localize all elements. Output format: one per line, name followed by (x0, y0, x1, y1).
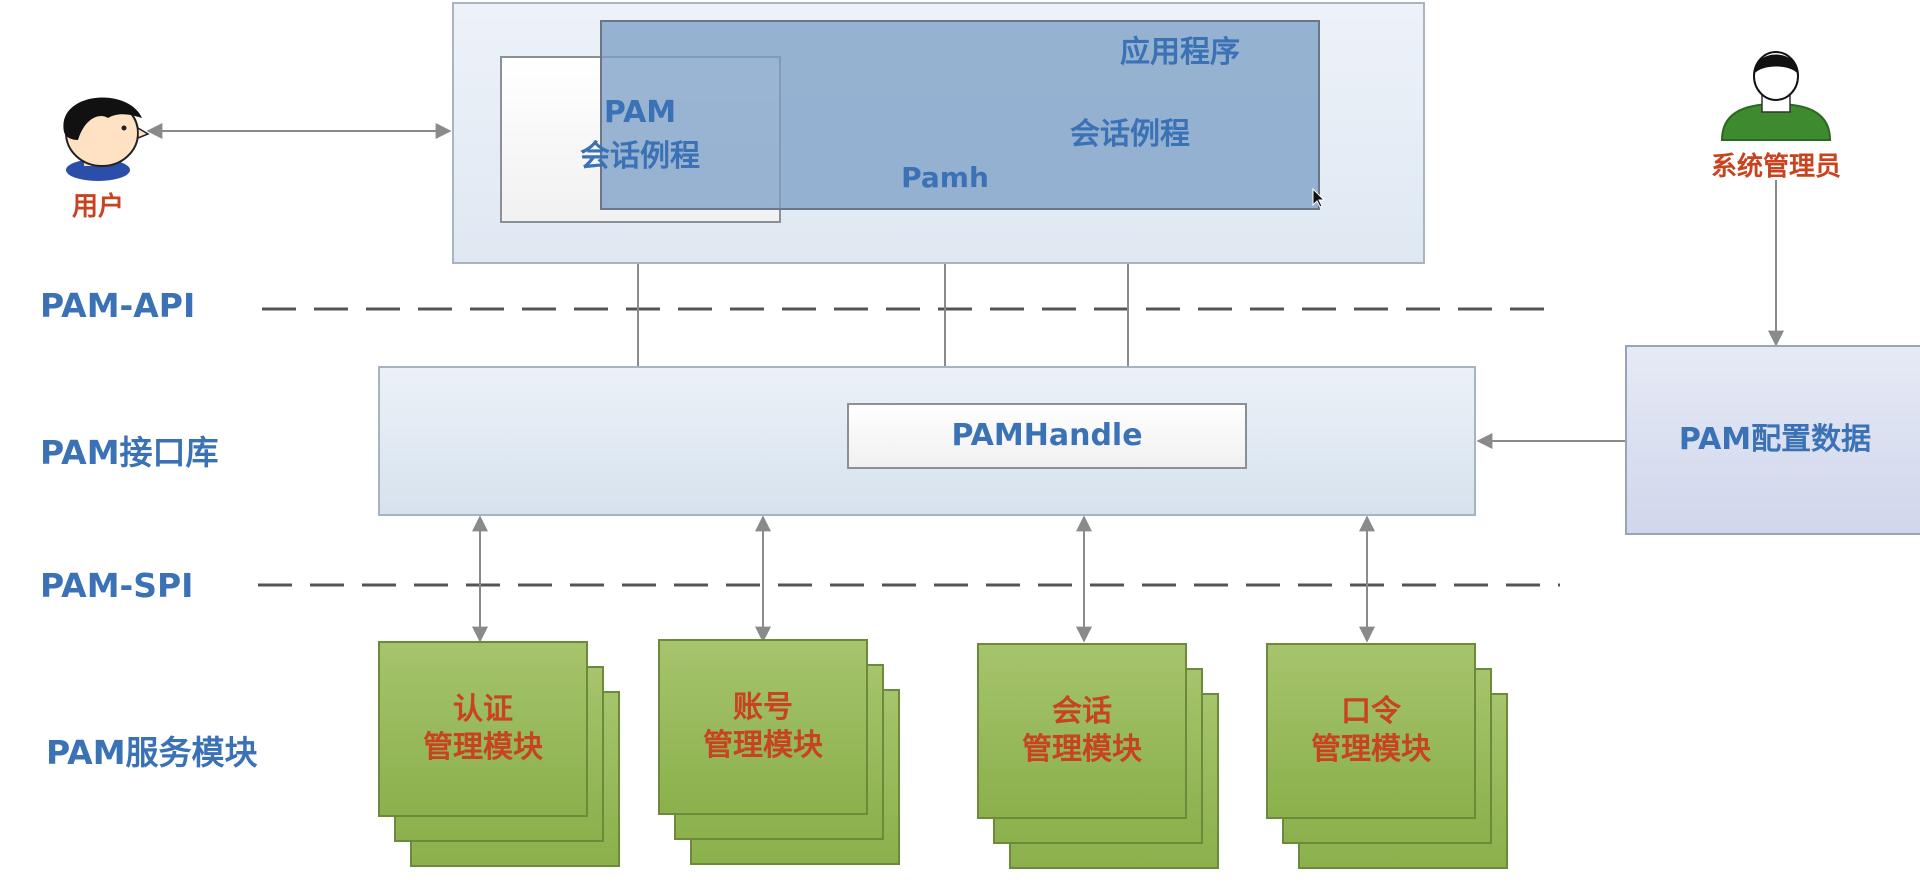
account-module-card: 账号 管理模块 (658, 639, 868, 815)
account-module-stack: 账号 管理模块 (658, 639, 904, 867)
auth-module-stack: 认证 管理模块 (378, 641, 624, 869)
module-label-line2: 管理模块 (703, 728, 823, 763)
module-label-line2: 管理模块 (423, 730, 543, 765)
pamhandle-box: PAMHandle (847, 403, 1247, 469)
application-title: 应用程序 (1120, 35, 1240, 70)
module-label-line1: 认证 (453, 692, 513, 727)
admin-label: 系统管理员 (1710, 152, 1841, 182)
pam-config-data-box: PAM配置数据 (1625, 345, 1920, 535)
session-module-stack: 会话 管理模块 (977, 643, 1223, 871)
module-label-line1: 口令 (1341, 694, 1401, 729)
pamh-label: Pamh (901, 161, 989, 194)
layer-label-library: PAM接口库 (40, 433, 219, 472)
module-label-line2: 管理模块 (1311, 732, 1431, 767)
mouse-cursor-icon (1312, 187, 1326, 208)
auth-module-card: 认证 管理模块 (378, 641, 588, 817)
module-label-line2: 管理模块 (1022, 732, 1142, 767)
password-module-stack: 口令 管理模块 (1266, 643, 1512, 871)
pam-routine-label-line2: 会话例程 (580, 139, 700, 174)
session-routine-label: 会话例程 (1070, 117, 1190, 152)
admin-avatar-icon (1720, 51, 1832, 141)
pam-routine-label-line1: PAM (603, 95, 677, 130)
password-module-card: 口令 管理模块 (1266, 643, 1476, 819)
user-avatar-icon (63, 97, 150, 181)
user-label: 用户 (71, 192, 124, 222)
application-box (600, 20, 1320, 210)
module-label-line1: 会话 (1052, 694, 1112, 729)
module-label-line1: 账号 (733, 690, 793, 725)
layer-label-spi: PAM-SPI (40, 566, 194, 605)
session-module-card: 会话 管理模块 (977, 643, 1187, 819)
layer-label-modules: PAM服务模块 (46, 733, 258, 772)
layer-label-api: PAM-API (40, 286, 196, 325)
